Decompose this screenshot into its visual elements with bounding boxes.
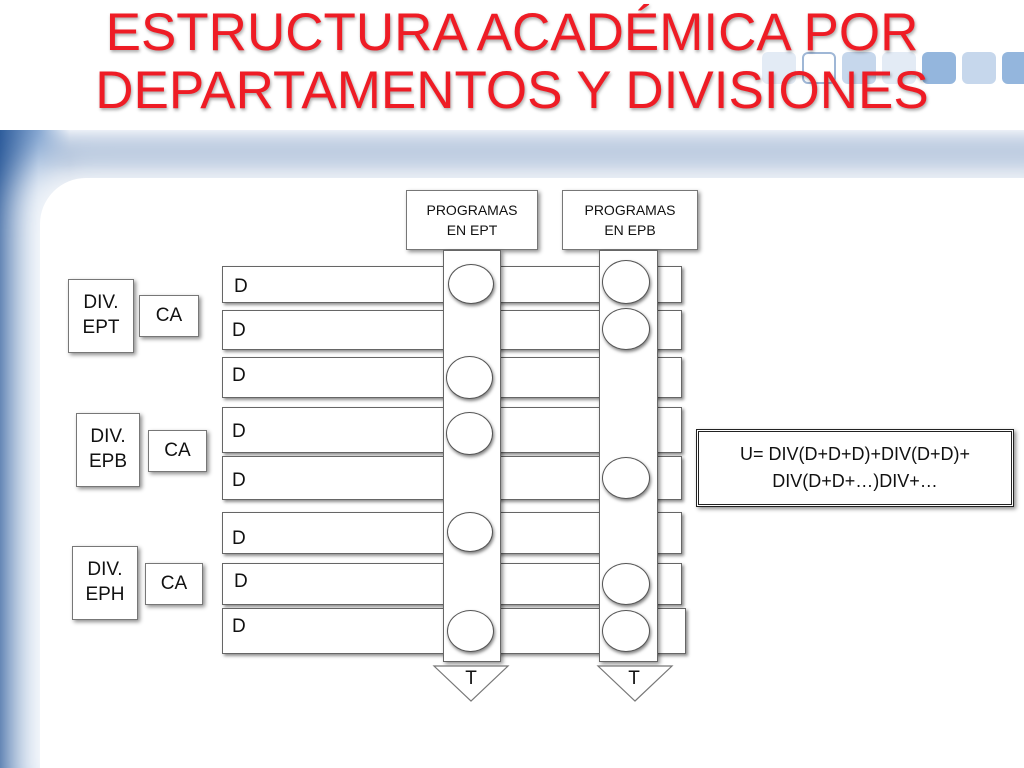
department-label: D — [232, 616, 246, 637]
program-marker-oval-icon — [602, 308, 650, 350]
decor-square — [762, 52, 796, 84]
program-column-ept — [443, 250, 501, 662]
program-marker-oval-icon — [602, 610, 650, 652]
total-label-epb: T — [628, 668, 640, 689]
decor-square — [802, 52, 836, 84]
slide-title: ESTRUCTURA ACADÉMICA POR DEPARTAMENTOS Y… — [0, 4, 1024, 120]
decor-square — [842, 52, 876, 84]
total-label-ept: T — [465, 668, 477, 689]
council-box-eph: CA — [145, 563, 203, 605]
program-marker-oval-icon — [446, 412, 493, 455]
division-box-epb: DIV.EPB — [76, 413, 140, 487]
formula-line-1: U= DIV(D+D+D)+DIV(D+D)+ — [739, 444, 971, 464]
total-down-arrow-icon — [596, 665, 674, 702]
department-label: D — [232, 320, 246, 341]
program-marker-oval-icon — [602, 457, 650, 499]
decor-square — [962, 52, 996, 84]
department-label: D — [232, 421, 246, 442]
council-box-epb: CA — [148, 430, 207, 472]
program-marker-oval-icon — [447, 512, 493, 552]
division-box-ept: DIV.EPT — [68, 279, 134, 353]
department-label: D — [232, 365, 246, 386]
decor-square — [1002, 52, 1024, 84]
council-box-ept: CA — [139, 295, 199, 337]
program-marker-oval-icon — [448, 264, 494, 304]
decor-square — [922, 52, 956, 84]
total-down-arrow-icon — [432, 665, 510, 702]
program-marker-oval-icon — [602, 260, 650, 304]
title-line-2: DEPARTAMENTOS Y DIVISIONES — [95, 61, 929, 120]
program-marker-oval-icon — [602, 563, 650, 605]
division-box-eph: DIV.EPH — [72, 546, 138, 620]
formula-box: U= DIV(D+D+D)+DIV(D+D)+ DIV(D+D+…)DIV+… — [696, 429, 1014, 507]
department-label: D — [232, 528, 246, 549]
department-label: D — [232, 470, 246, 491]
formula-line-2: DIV(D+D+…)DIV+… — [772, 471, 938, 491]
program-marker-oval-icon — [446, 356, 493, 399]
department-label: D — [234, 276, 248, 297]
title-line-1: ESTRUCTURA ACADÉMICA POR — [105, 3, 919, 62]
program-marker-oval-icon — [447, 610, 494, 652]
decor-square — [882, 52, 916, 84]
department-label: D — [234, 571, 248, 592]
